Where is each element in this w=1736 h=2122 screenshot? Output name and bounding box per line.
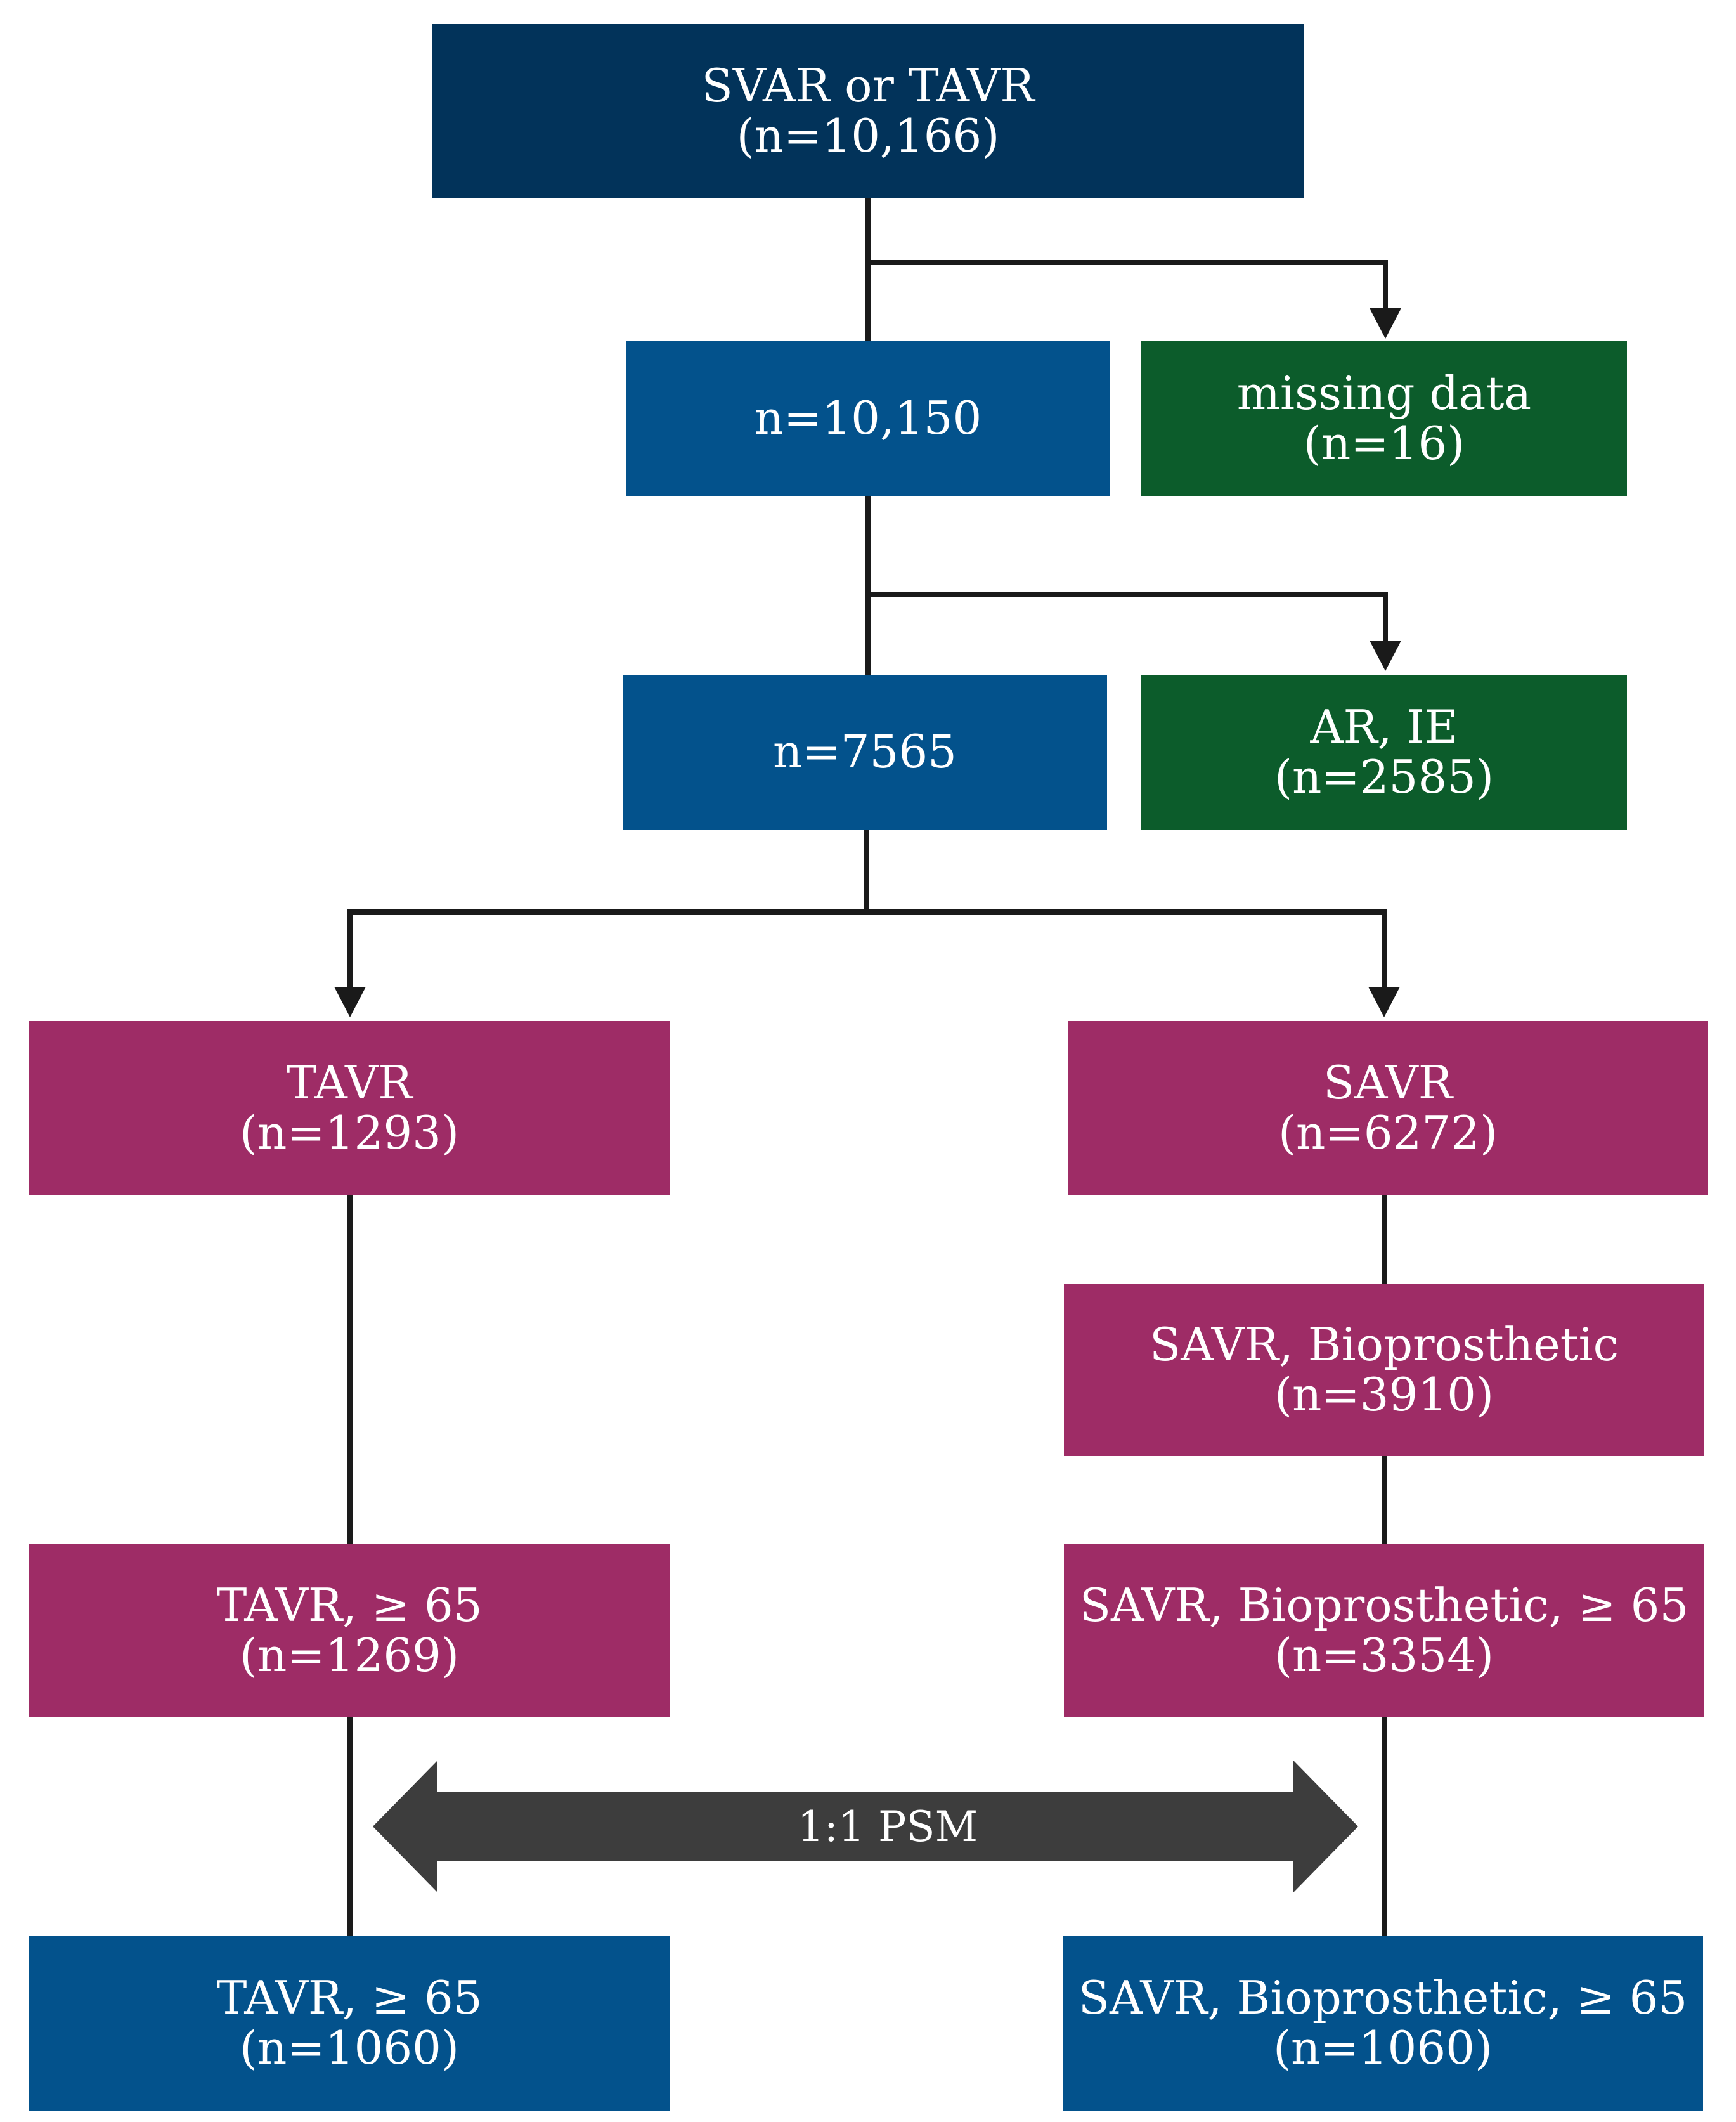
psm-double-arrow bbox=[373, 1761, 1358, 1892]
box-root: SVAR or TAVR (n=10,166) bbox=[432, 24, 1304, 198]
line-branch-missing bbox=[868, 260, 1388, 311]
box-ar-ie-count: (n=2585) bbox=[1274, 750, 1494, 804]
box-missing-data-title: missing data bbox=[1236, 366, 1532, 420]
box-savr-bioprosthetic-65-matched: SAVR, Bioprosthetic, ≥ 65 (n=1060) bbox=[1063, 1936, 1703, 2111]
box-step2-title: n=7565 bbox=[773, 725, 957, 779]
box-step2: n=7565 bbox=[623, 675, 1107, 830]
box-step1: n=10,150 bbox=[626, 341, 1110, 496]
box-savr-count: (n=6272) bbox=[1278, 1106, 1498, 1159]
box-savr-bioprosthetic-65-count: (n=3354) bbox=[1274, 1629, 1494, 1682]
box-savr-bioprosthetic-65-title: SAVR, Bioprosthetic, ≥ 65 bbox=[1079, 1578, 1689, 1632]
line-branch-ar-ie bbox=[868, 592, 1388, 643]
box-savr-bioprosthetic-65-matched-count: (n=1060) bbox=[1273, 2021, 1493, 2074]
box-savr-bioprosthetic-title: SAVR, Bioprosthetic bbox=[1149, 1317, 1619, 1371]
box-tavr-65-matched-count: (n=1060) bbox=[239, 2021, 460, 2074]
arrowhead-ar-ie bbox=[1370, 641, 1401, 671]
box-savr: SAVR (n=6272) bbox=[1068, 1021, 1708, 1195]
box-step1-title: n=10,150 bbox=[754, 391, 982, 445]
arrowhead-savr bbox=[1368, 987, 1400, 1017]
box-tavr-65-matched: TAVR, ≥ 65 (n=1060) bbox=[29, 1936, 670, 2111]
box-tavr-65-count: (n=1269) bbox=[239, 1629, 460, 1682]
box-tavr-title: TAVR bbox=[286, 1055, 413, 1109]
box-ar-ie-title: AR, IE bbox=[1310, 700, 1458, 753]
box-root-count: (n=10,166) bbox=[736, 109, 1000, 162]
box-tavr-count: (n=1293) bbox=[239, 1106, 460, 1159]
box-savr-bioprosthetic: SAVR, Bioprosthetic (n=3910) bbox=[1064, 1284, 1704, 1456]
box-root-title: SVAR or TAVR bbox=[701, 58, 1035, 112]
arrowhead-missing bbox=[1370, 308, 1401, 339]
box-savr-title: SAVR bbox=[1323, 1055, 1453, 1109]
box-savr-bioprosthetic-65: SAVR, Bioprosthetic, ≥ 65 (n=3354) bbox=[1064, 1544, 1704, 1717]
box-savr-bioprosthetic-65-matched-title: SAVR, Bioprosthetic, ≥ 65 bbox=[1078, 1970, 1688, 2024]
box-tavr: TAVR (n=1293) bbox=[29, 1021, 670, 1195]
psm-label: 1:1 PSM bbox=[797, 1802, 978, 1851]
box-tavr-65-matched-title: TAVR, ≥ 65 bbox=[216, 1970, 483, 2024]
box-savr-bioprosthetic-count: (n=3910) bbox=[1274, 1368, 1494, 1421]
line-split-savr bbox=[866, 909, 1387, 989]
box-missing-data-count: (n=16) bbox=[1303, 417, 1465, 470]
box-tavr-65-title: TAVR, ≥ 65 bbox=[216, 1578, 483, 1632]
line-split-tavr bbox=[347, 909, 866, 989]
box-missing-data: missing data (n=16) bbox=[1141, 341, 1627, 496]
arrowhead-tavr bbox=[334, 987, 366, 1017]
box-ar-ie: AR, IE (n=2585) bbox=[1141, 675, 1627, 830]
box-tavr-65: TAVR, ≥ 65 (n=1269) bbox=[29, 1544, 670, 1717]
